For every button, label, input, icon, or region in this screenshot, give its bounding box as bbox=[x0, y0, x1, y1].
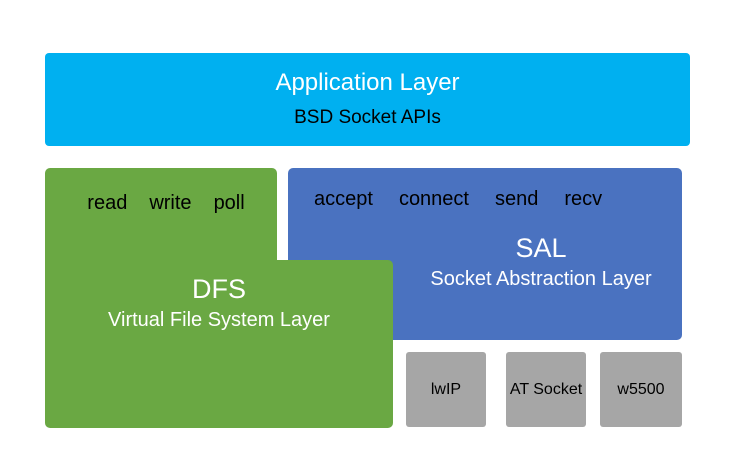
dfs-title-group: DFS Virtual File System Layer bbox=[45, 272, 393, 334]
driver-label-w5500: w5500 bbox=[617, 381, 665, 398]
dfs-api-poll: poll bbox=[213, 192, 245, 214]
sal-api-accept: accept bbox=[314, 188, 373, 210]
driver-box-w5500: w5500 bbox=[600, 352, 682, 427]
dfs-api-read: read bbox=[87, 192, 128, 214]
sal-subtitle: Socket Abstraction Layer bbox=[430, 268, 652, 290]
driver-label-lwip: lwIP bbox=[430, 381, 462, 398]
sal-title-group: SAL Socket Abstraction Layer bbox=[400, 232, 682, 293]
driver-box-lwip: lwIP bbox=[406, 352, 486, 427]
dfs-api-write: write bbox=[149, 192, 192, 214]
sal-api-recv: recv bbox=[564, 188, 603, 210]
driver-label-at-socket: AT Socket bbox=[509, 381, 583, 398]
dfs-block-lower bbox=[45, 260, 393, 428]
dfs-title: DFS bbox=[192, 274, 246, 304]
sal-api-connect: connect bbox=[398, 188, 469, 210]
sal-api-send: send bbox=[495, 188, 539, 210]
sal-api-list: accept connect send recv bbox=[300, 188, 680, 211]
application-layer-title: Application Layer bbox=[275, 68, 460, 96]
dfs-api-list: read write poll bbox=[55, 192, 277, 215]
dfs-subtitle: Virtual File System Layer bbox=[108, 309, 330, 331]
sal-upper-left-fill bbox=[288, 168, 394, 268]
sal-title: SAL bbox=[515, 233, 567, 263]
driver-box-at-socket: AT Socket bbox=[506, 352, 586, 427]
application-layer-block: Application Layer BSD Socket APIs bbox=[45, 53, 690, 146]
application-layer-subtitle: BSD Socket APIs bbox=[294, 106, 441, 128]
